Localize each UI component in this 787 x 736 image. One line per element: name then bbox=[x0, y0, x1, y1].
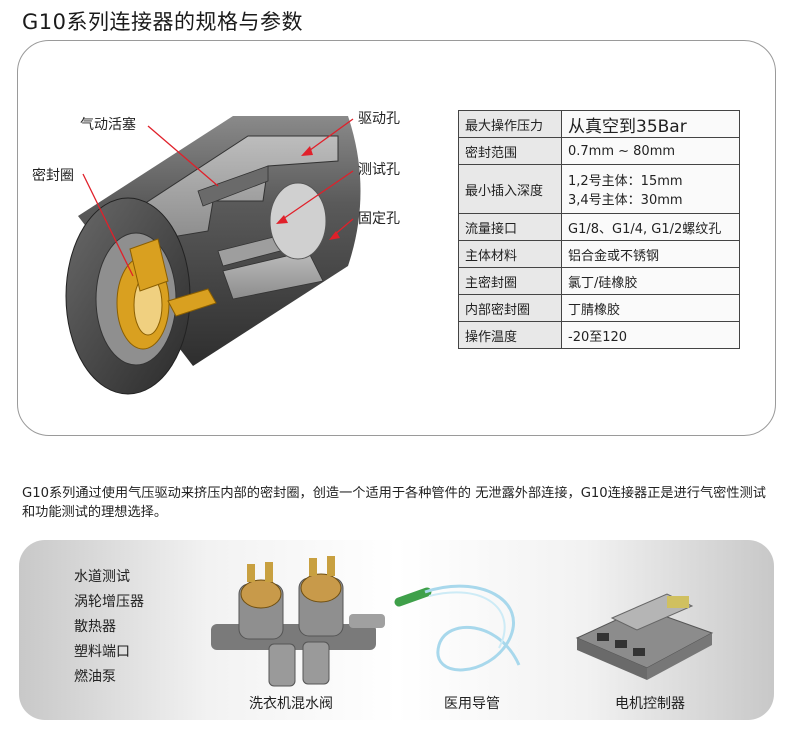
spec-row: 操作温度 -20至120 bbox=[458, 321, 740, 349]
connector-cutaway-image bbox=[65, 116, 361, 395]
product-label-controller: 电机控制器 bbox=[615, 696, 685, 712]
callout-drive-port: 驱动孔 bbox=[358, 111, 400, 127]
list-item: 散热器 bbox=[74, 619, 116, 635]
spec-value: 氯丁/硅橡胶 bbox=[561, 267, 740, 295]
callout-fix-port: 固定孔 bbox=[358, 211, 400, 227]
spec-table: 最大操作压力 从真空到35Bar 密封范围 0.7mm ~ 80mm 最小插入深… bbox=[458, 110, 740, 349]
spec-key: 流量接口 bbox=[458, 213, 562, 241]
spec-value: G1/8、G1/4, G1/2螺纹孔 bbox=[561, 213, 740, 241]
spec-key: 主密封圈 bbox=[458, 267, 562, 295]
list-item: 水道测试 bbox=[74, 569, 130, 585]
motor-controller-image bbox=[575, 593, 714, 680]
medical-tube-image bbox=[394, 584, 521, 672]
spec-row: 最小插入深度 1,2号主体：15mm 3,4号主体：30mm bbox=[458, 164, 740, 214]
spec-row: 主密封圈 氯丁/硅橡胶 bbox=[458, 267, 740, 295]
spec-key: 最大操作压力 bbox=[458, 110, 562, 138]
spec-value-line: 3,4号主体：30mm bbox=[568, 193, 683, 208]
list-item: 塑料端口 bbox=[74, 644, 130, 660]
spec-key: 内部密封圈 bbox=[458, 294, 562, 322]
spec-value-line: 1,2号主体：15mm bbox=[568, 174, 683, 189]
spec-row: 密封范围 0.7mm ~ 80mm bbox=[458, 137, 740, 165]
spec-row: 流量接口 G1/8、G1/4, G1/2螺纹孔 bbox=[458, 213, 740, 241]
list-item: 涡轮增压器 bbox=[74, 594, 144, 610]
spec-row: 主体材料 铝合金或不锈钢 bbox=[458, 240, 740, 268]
applications-panel: 水道测试 涡轮增压器 散热器 塑料端口 燃油泵 洗衣机混水阀 bbox=[19, 540, 774, 720]
spec-value: 1,2号主体：15mm 3,4号主体：30mm bbox=[561, 164, 740, 214]
spec-key: 密封范围 bbox=[458, 137, 562, 165]
spec-key: 主体材料 bbox=[458, 240, 562, 268]
spec-key: 操作温度 bbox=[458, 321, 562, 349]
mixing-valve-image bbox=[211, 556, 385, 687]
spec-key: 最小插入深度 bbox=[458, 164, 562, 214]
callout-test-port: 测试孔 bbox=[358, 162, 400, 178]
applications-list: 水道测试 涡轮增压器 散热器 塑料端口 燃油泵 bbox=[74, 565, 144, 690]
list-item: 燃油泵 bbox=[74, 669, 116, 685]
callout-piston: 气动活塞 bbox=[80, 117, 136, 133]
callout-seal: 密封圈 bbox=[32, 168, 74, 184]
spec-value: 从真空到35Bar bbox=[561, 110, 740, 138]
spec-value: 0.7mm ~ 80mm bbox=[561, 137, 740, 165]
product-label-valve: 洗衣机混水阀 bbox=[249, 696, 333, 712]
page-title: G10系列连接器的规格与参数 bbox=[22, 10, 303, 34]
spec-value: 铝合金或不锈钢 bbox=[561, 240, 740, 268]
description-paragraph: G10系列通过使用气压驱动来挤压内部的密封圈，创造一个适用于各种管件的 无泄露外… bbox=[22, 486, 766, 520]
product-label-tube: 医用导管 bbox=[444, 696, 500, 712]
spec-value: -20至120 bbox=[561, 321, 740, 349]
spec-row: 内部密封圈 丁腈橡胶 bbox=[458, 294, 740, 322]
spec-row: 最大操作压力 从真空到35Bar bbox=[458, 110, 740, 138]
spec-value: 丁腈橡胶 bbox=[561, 294, 740, 322]
